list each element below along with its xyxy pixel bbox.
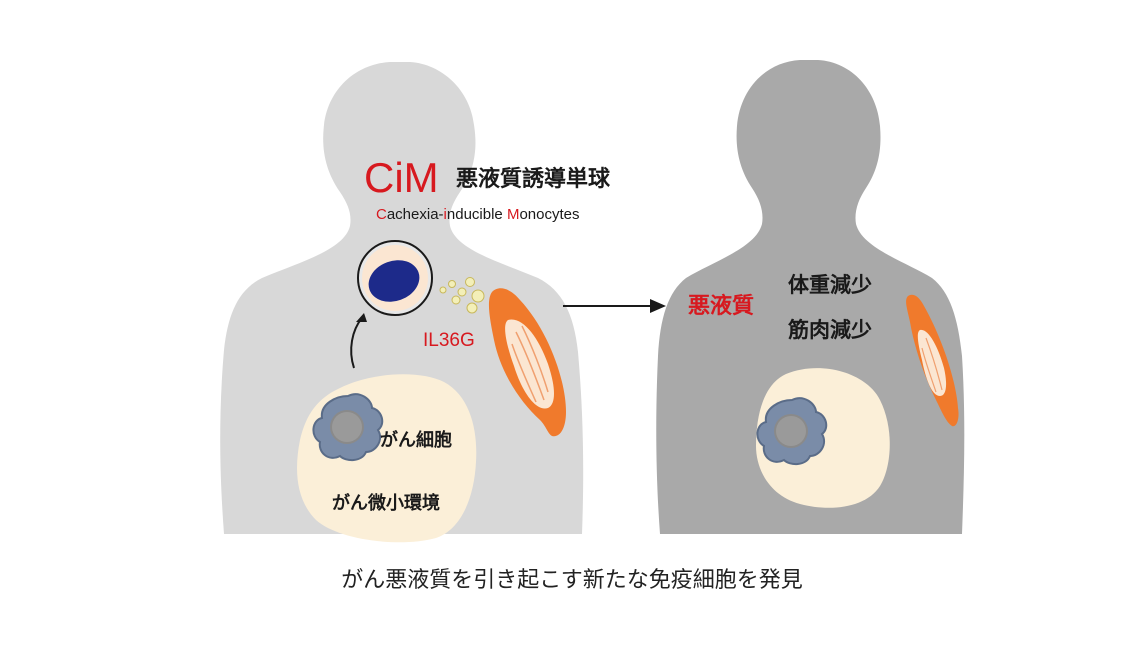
- cim-japanese-name: 悪液質誘導単球: [456, 166, 611, 192]
- il36g-particles: [439, 277, 485, 314]
- cim-cell: [357, 240, 433, 316]
- cachexia-label: 悪液質: [688, 293, 754, 319]
- cim-word-cachexia: achexia-: [387, 206, 444, 223]
- cim-title: CiM 悪液質誘導単球 Cachexia-inducible Monocytes: [364, 154, 611, 223]
- cim-initial-i: i: [444, 206, 447, 223]
- cim-acronym: CiM: [364, 154, 439, 201]
- cancer-cell-right: [756, 397, 828, 466]
- muscle-right: [906, 294, 959, 427]
- muscle-left: [488, 288, 566, 437]
- tumor-microenvironment: [297, 374, 477, 543]
- cim-word-inducible: nducible: [447, 206, 507, 223]
- weight-loss-label: 体重減少: [788, 273, 872, 297]
- caption: がん悪液質を引き起こす新たな免疫細胞を発見: [341, 568, 803, 593]
- right-body-silhouette: [656, 60, 965, 534]
- progression-arrow: [563, 299, 666, 313]
- cim-word-monocytes: onocytes: [519, 206, 579, 223]
- cim-english-name: Cachexia-inducible Monocytes: [376, 206, 579, 223]
- recruitment-arrow: [350, 313, 367, 369]
- cancer-cell-left: [312, 393, 384, 462]
- microenvironment-label: がん微小環境: [332, 492, 440, 514]
- cim-initial-c: C: [376, 206, 387, 223]
- cancer-cell-label: がん細胞: [380, 429, 452, 451]
- il36g-label: IL36G: [423, 330, 475, 351]
- muscle-loss-label: 筋肉減少: [787, 318, 872, 342]
- cim-initial-m: M: [507, 206, 520, 223]
